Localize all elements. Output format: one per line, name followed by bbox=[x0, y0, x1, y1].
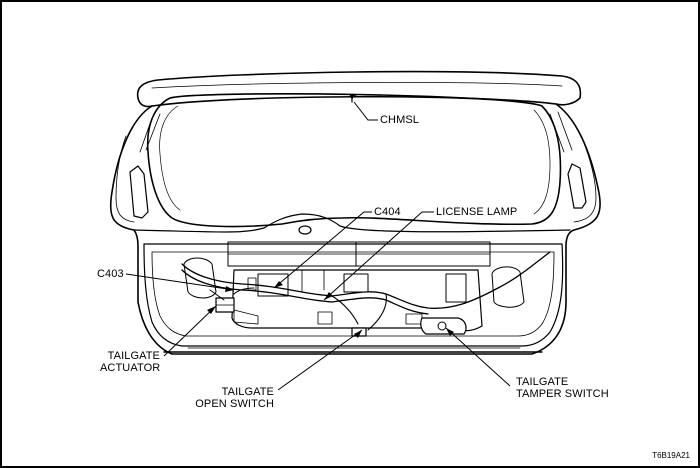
label-tailgate-open-switch: TAILGATE OPEN SWITCH bbox=[195, 386, 274, 410]
arrowhead bbox=[225, 286, 234, 292]
leader-tailgate-tamper-switch bbox=[445, 327, 511, 387]
label-c403: C403 bbox=[97, 268, 124, 280]
right-strut bbox=[567, 163, 587, 209]
label-tailgate-actuator: TAILGATE ACTUATOR bbox=[100, 350, 161, 374]
right-cutout bbox=[491, 266, 525, 308]
arrowhead bbox=[446, 328, 454, 336]
arrowhead bbox=[274, 281, 283, 288]
leader-chmsl bbox=[353, 101, 378, 121]
rear-window bbox=[146, 93, 562, 228]
leader-tailgate-open-switch bbox=[277, 329, 363, 391]
arrowhead bbox=[207, 306, 216, 314]
leader-c404 bbox=[273, 211, 372, 289]
label-tailgate-tamper-switch: TAILGATE TAMPER SWITCH bbox=[516, 376, 609, 400]
arrowhead bbox=[354, 330, 362, 338]
wiper-pivot bbox=[298, 225, 312, 235]
tailgate-outer-panel bbox=[109, 103, 601, 355]
leader-c403 bbox=[125, 273, 235, 291]
arrowhead bbox=[349, 94, 355, 100]
arrowhead bbox=[324, 292, 333, 300]
inner-trim-panel bbox=[143, 243, 564, 347]
label-c404: C404 bbox=[374, 206, 401, 218]
leader-license-lamp bbox=[323, 211, 434, 301]
leader-tailgate-actuator bbox=[163, 305, 217, 357]
tailgate-tamper-switch bbox=[420, 317, 467, 335]
label-license-lamp: LICENSE LAMP bbox=[436, 206, 518, 218]
label-chmsl: CHMSL bbox=[380, 114, 420, 126]
left-cutout bbox=[183, 257, 217, 299]
left-strut bbox=[129, 165, 149, 219]
figure-id: T6B19A21 bbox=[652, 451, 690, 460]
